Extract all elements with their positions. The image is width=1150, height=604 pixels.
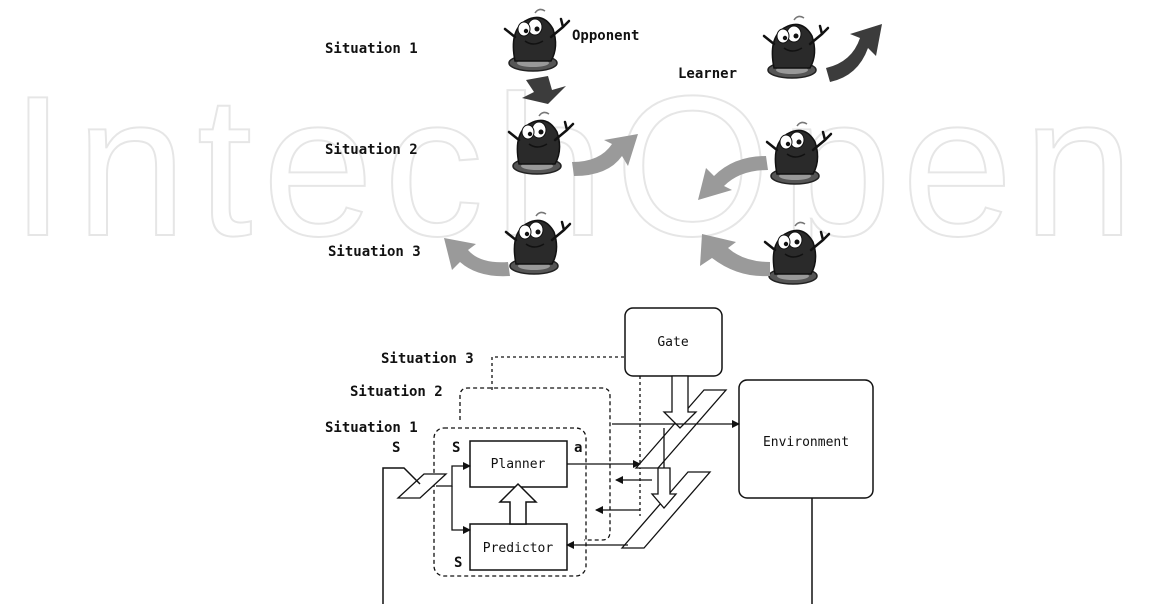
action-a-label: a (574, 440, 582, 456)
predictor-label: Predictor (483, 541, 554, 556)
top-situation-3-label: Situation 3 (328, 244, 421, 260)
architecture-diagram: Gate Environment Situation 3 Situation 2… (325, 308, 873, 604)
bottom-situation-1-label: Situation 1 (325, 420, 418, 436)
state-s-outer-label: S (392, 440, 400, 456)
learner-label: Learner (678, 66, 737, 82)
opponent-label: Opponent (572, 28, 639, 44)
top-situation-1-label: Situation 1 (325, 41, 418, 57)
top-situation-2-label: Situation 2 (325, 142, 418, 158)
predictor-to-planner-arrow (500, 484, 536, 524)
state-s-planner-label: S (452, 440, 460, 456)
planner-label: Planner (491, 457, 546, 472)
bottom-situation-3-label: Situation 3 (381, 351, 474, 367)
gate-label: Gate (657, 335, 688, 350)
bottom-situation-2-label: Situation 2 (350, 384, 443, 400)
input-to-predictor-arrow (452, 486, 470, 530)
environment-label: Environment (763, 435, 849, 450)
state-s-predictor-label: S (454, 555, 462, 571)
